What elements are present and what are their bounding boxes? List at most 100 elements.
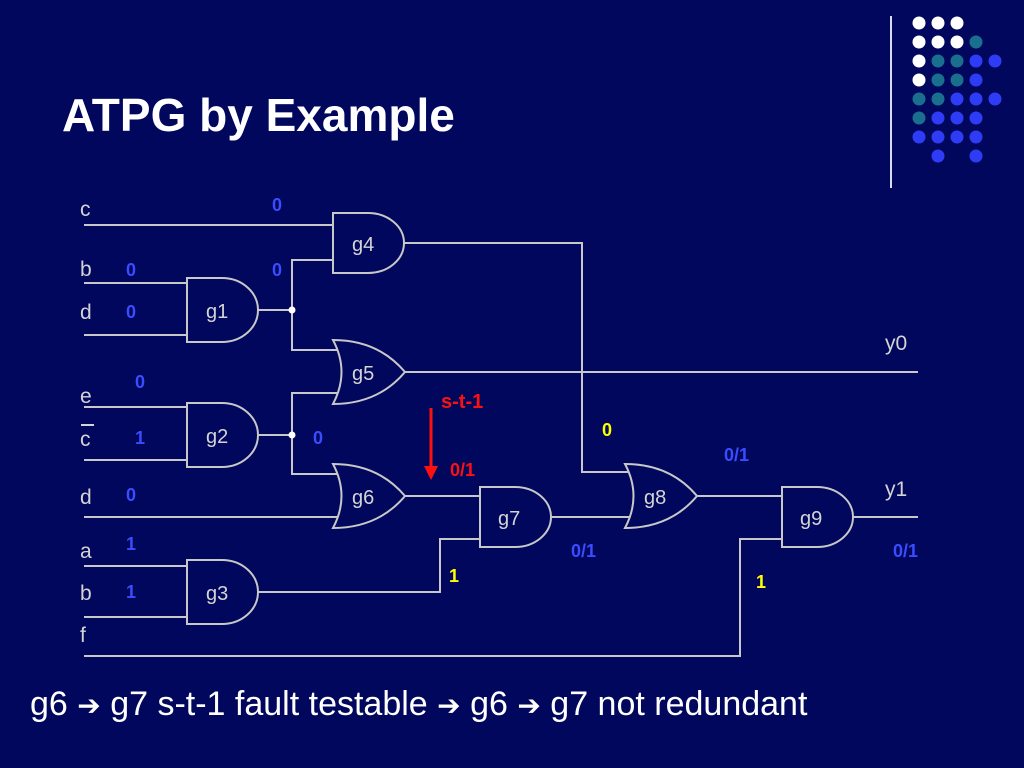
decorative-dot — [931, 149, 945, 163]
gate-g8: g8 — [623, 462, 699, 530]
right-arrow-icon: ➔ — [77, 689, 101, 722]
decorative-dot — [931, 130, 945, 144]
gate-g5: g5 — [331, 338, 407, 406]
value-g6-out: 0/1 — [450, 460, 475, 480]
logic-values: 0 0 0 0 0 1 0 0 1 1 1 0 0/1 0/1 0/1 1 0/… — [126, 195, 918, 602]
value-b: 1 — [126, 582, 136, 602]
gate-g7: g7 — [479, 486, 552, 548]
decorative-dot — [912, 54, 926, 68]
decorative-dot — [912, 130, 926, 144]
input-label-cbar: c — [80, 428, 91, 451]
slide-title: ATPG by Example — [62, 89, 455, 141]
gate-g1: g1 — [186, 277, 259, 343]
value-f: 1 — [756, 572, 766, 592]
decorative-dot-grid — [912, 16, 1002, 163]
svg-text:g6: g6 — [352, 487, 374, 509]
decorative-dot — [950, 92, 964, 106]
caption-part: g6 — [30, 685, 68, 723]
value-g4-out: 0 — [602, 420, 612, 440]
wire-g2-to-g6 — [291, 435, 340, 475]
value-e: 0 — [135, 372, 145, 392]
decorative-dot — [988, 92, 1002, 106]
value-a: 1 — [126, 534, 136, 554]
value-g7-out: 0/1 — [571, 541, 596, 561]
fault-marker: s-t-1 — [424, 391, 483, 480]
caption-part: g6 — [470, 685, 508, 723]
decorative-dot — [912, 111, 926, 125]
decorative-dot — [912, 73, 926, 87]
value-g8-out: 0/1 — [724, 445, 749, 465]
wire-g1-to-g5 — [291, 310, 340, 351]
value-b: 0 — [126, 260, 136, 280]
caption-part: g7 s-t-1 fault testable — [110, 685, 428, 723]
value-cbar: 1 — [135, 428, 145, 448]
decorative-dot — [969, 111, 983, 125]
decorative-dot — [931, 73, 945, 87]
slide-caption: g6 ➔ g7 s-t-1 fault testable ➔ g6 ➔ g7 n… — [30, 687, 807, 721]
decorative-dot — [912, 92, 926, 106]
gate-g2: g2 — [186, 402, 259, 468]
input-label-d: d — [80, 301, 92, 324]
svg-text:g9: g9 — [800, 508, 822, 530]
decorative-dot — [950, 16, 964, 30]
svg-text:g3: g3 — [206, 583, 228, 605]
wire-g3-out — [258, 538, 480, 593]
gate-g9: g9 — [781, 486, 854, 548]
value-c: 0 — [272, 195, 282, 215]
value-g2-out: 0 — [313, 428, 323, 448]
vertical-divider — [890, 16, 892, 188]
circuit-diagram: g1 g2 g3 g4 g5 g6 g7 g8 g9 c b d e c d — [80, 195, 918, 657]
decorative-dot — [931, 111, 945, 125]
decorative-dot — [912, 16, 926, 30]
input-label-f: f — [80, 624, 86, 647]
decorative-dot — [988, 54, 1002, 68]
wire-g2-to-g5 — [291, 392, 340, 435]
decorative-dot — [912, 35, 926, 49]
output-label-y1: y1 — [885, 478, 907, 501]
svg-text:g7: g7 — [498, 508, 520, 530]
gate-g4: g4 — [332, 212, 405, 274]
svg-text:g1: g1 — [206, 301, 228, 323]
fault-label: s-t-1 — [441, 391, 483, 413]
right-arrow-icon: ➔ — [437, 689, 461, 722]
decorative-dot — [969, 149, 983, 163]
wire-f — [84, 538, 782, 657]
decorative-dot — [950, 130, 964, 144]
fault-arrowhead-icon — [424, 466, 438, 480]
input-label-d: d — [80, 486, 92, 509]
decorative-dot — [969, 35, 983, 49]
gate-g3: g3 — [186, 559, 259, 625]
decorative-dot — [969, 54, 983, 68]
decorative-dot — [950, 54, 964, 68]
decorative-dot — [969, 73, 983, 87]
decorative-dot — [950, 35, 964, 49]
gate-g6: g6 — [331, 462, 407, 530]
value-g1-out: 0 — [272, 260, 282, 280]
junction-dot — [288, 306, 296, 314]
decorative-dot — [931, 35, 945, 49]
svg-text:g4: g4 — [352, 234, 374, 256]
input-label-e: e — [80, 385, 92, 408]
value-d: 0 — [126, 485, 136, 505]
wire-g1-to-g4 — [291, 259, 333, 310]
value-d: 0 — [126, 302, 136, 322]
decorative-dot — [969, 130, 983, 144]
input-label-b: b — [80, 258, 92, 281]
decorative-dot — [950, 111, 964, 125]
right-arrow-icon: ➔ — [517, 689, 541, 722]
decorative-dot — [931, 92, 945, 106]
output-label-y0: y0 — [885, 332, 907, 355]
input-label-a: a — [80, 540, 92, 563]
input-label-b: b — [80, 582, 92, 605]
svg-text:g8: g8 — [644, 487, 666, 509]
junction-dot — [288, 431, 296, 439]
wires — [84, 224, 918, 657]
decorative-dot — [969, 92, 983, 106]
value-y1: 0/1 — [893, 541, 918, 561]
svg-text:g5: g5 — [352, 363, 374, 385]
caption-part: g7 not redundant — [550, 685, 808, 723]
wire-g4-out — [404, 242, 632, 473]
svg-text:g2: g2 — [206, 426, 228, 448]
decorative-dot — [931, 54, 945, 68]
decorative-dot — [950, 73, 964, 87]
